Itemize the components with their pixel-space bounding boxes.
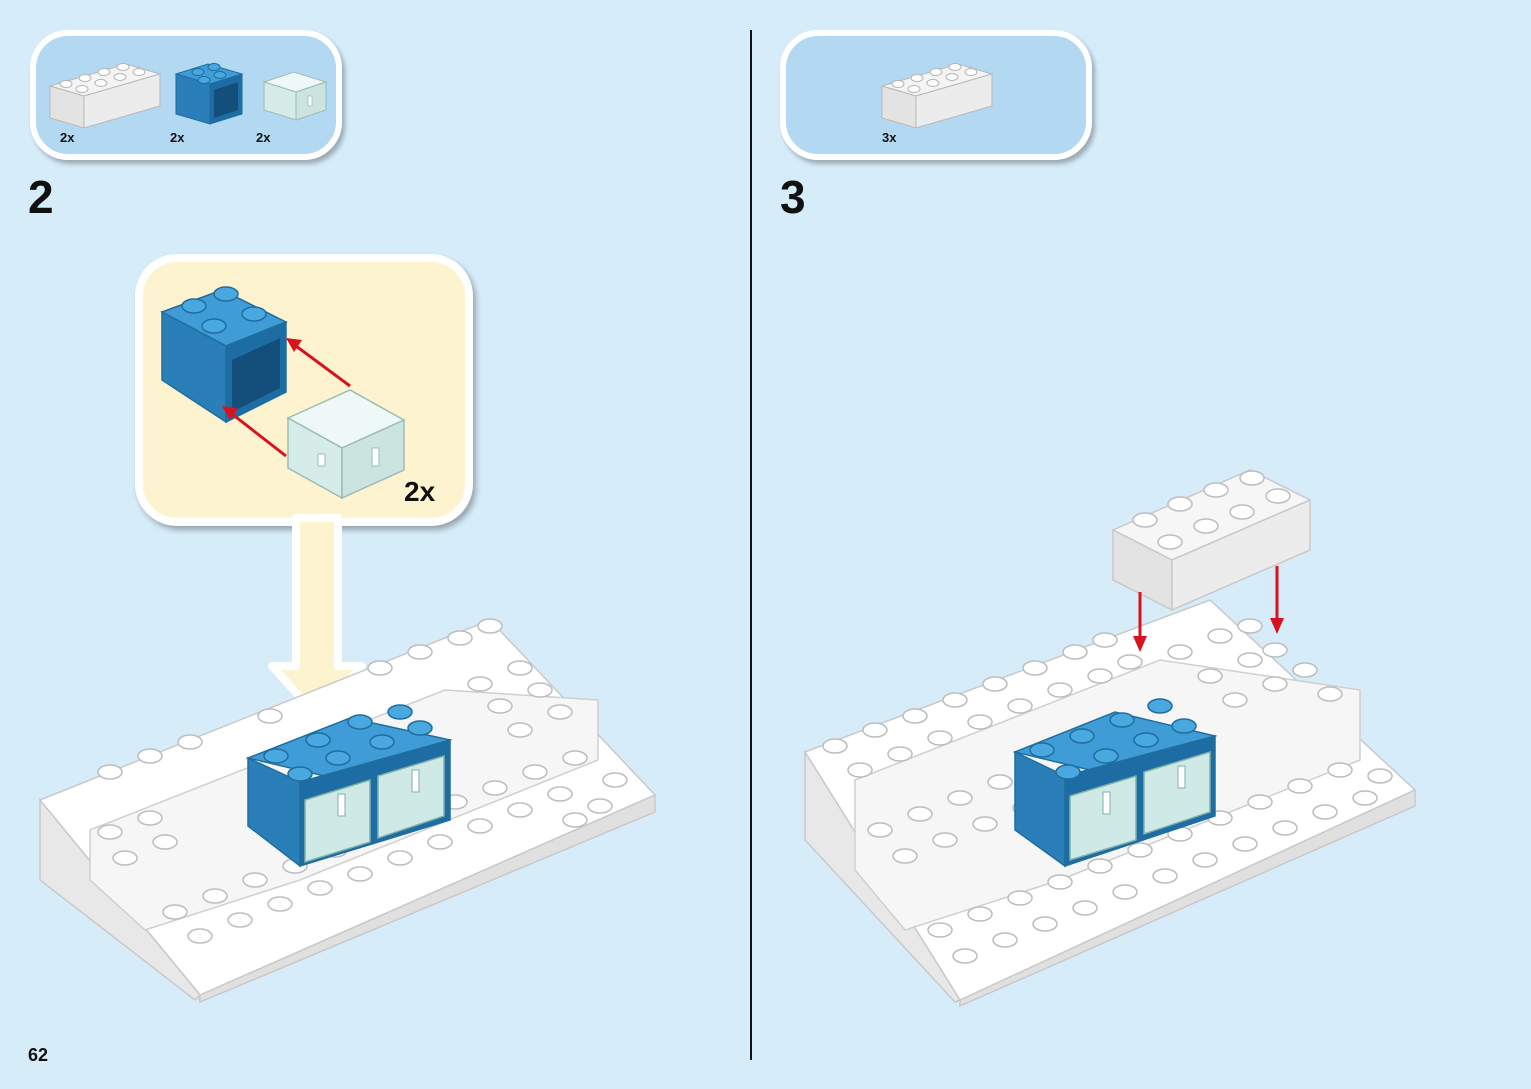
step-2-blue-cabinets xyxy=(245,704,453,868)
part-qty-white-brick: 2x xyxy=(60,130,75,145)
part-qty-white-brick: 3x xyxy=(882,130,897,145)
blue-cabinet-2x2-icon xyxy=(174,63,244,125)
part-qty-blue-cabinet: 2x xyxy=(170,130,185,145)
step-number-2: 2 xyxy=(28,171,54,223)
mint-drawer-icon xyxy=(262,71,328,121)
step-3-floating-white-brick xyxy=(1111,469,1312,612)
callout-blue-cabinet xyxy=(160,286,288,424)
step-3-blue-cabinets xyxy=(1012,698,1218,868)
parts-box-step-3: 3x xyxy=(780,30,1092,160)
page-number: 62 xyxy=(28,1045,49,1065)
parts-box-step-2: 2x 2x 2x xyxy=(30,30,342,160)
step-number-3: 3 xyxy=(780,171,806,223)
step-3-red-arrows xyxy=(1133,566,1284,652)
page-divider xyxy=(750,30,752,1060)
callout-red-arrows xyxy=(222,338,351,458)
callout-mint-drawer xyxy=(286,389,406,500)
callout-quantity: 2x xyxy=(404,476,436,507)
parts-illustrations xyxy=(48,63,328,129)
part-qty-mint-drawer: 2x xyxy=(256,130,271,145)
white-brick-2x4-icon xyxy=(880,63,994,129)
white-brick-2x4-icon xyxy=(48,63,162,129)
parts-illustrations xyxy=(880,63,994,129)
